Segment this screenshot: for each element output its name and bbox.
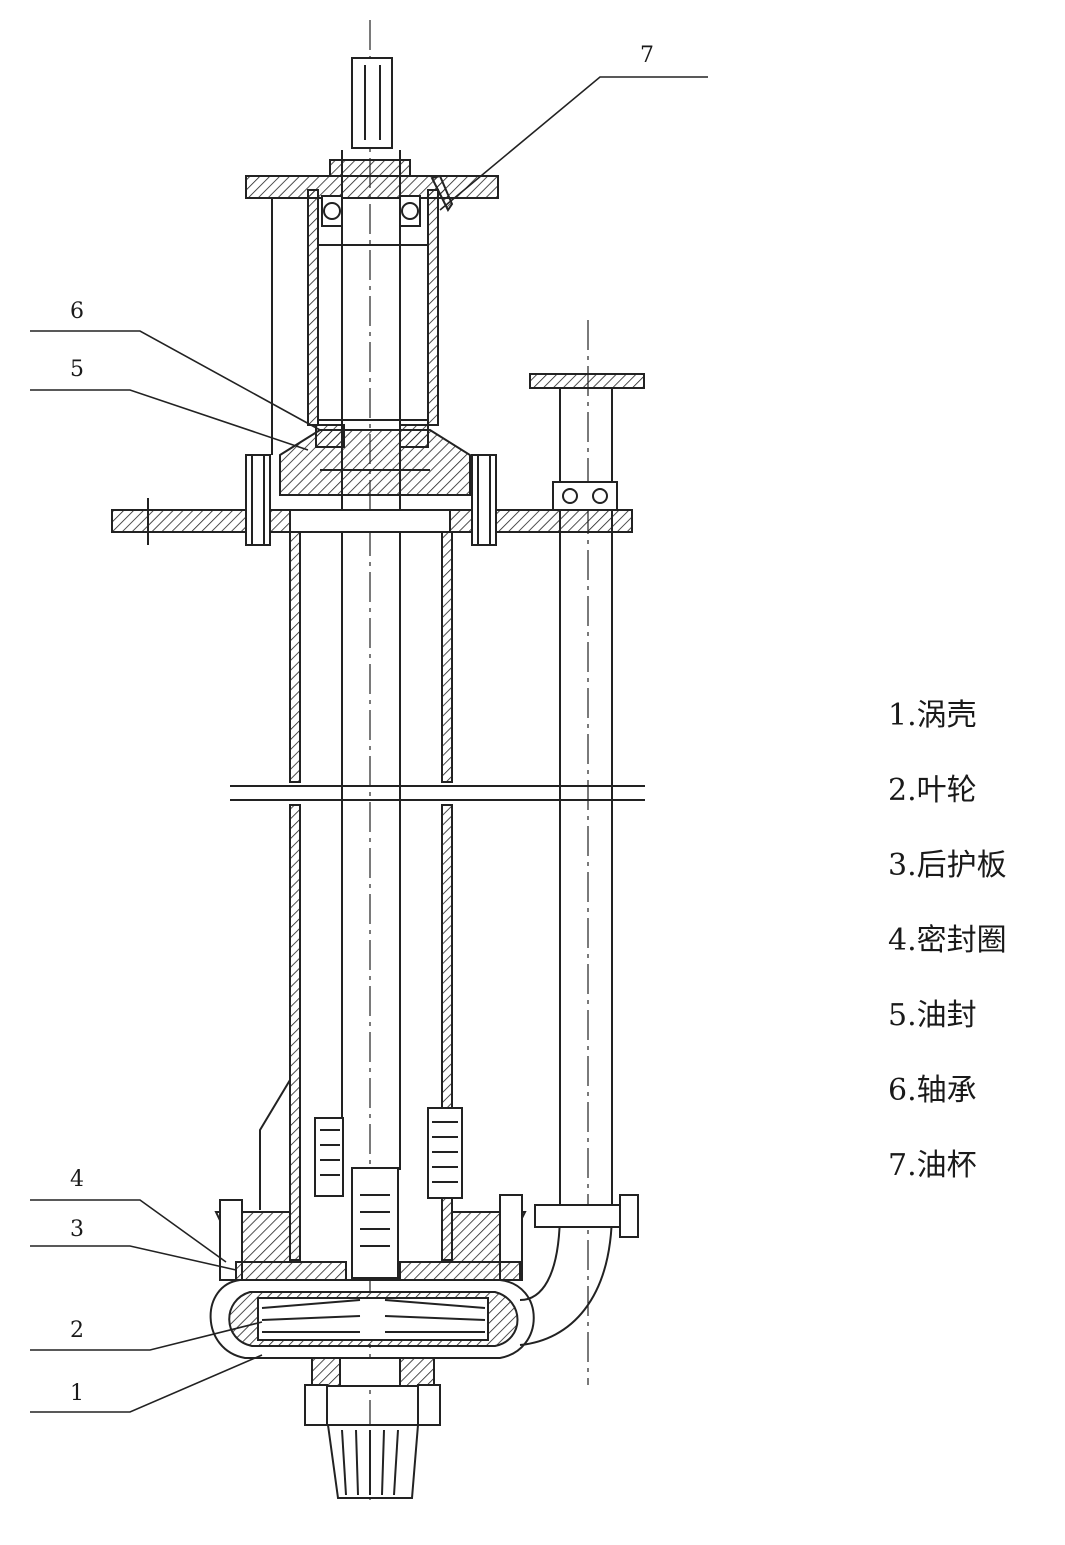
legend-item-3: 3.后护板 bbox=[888, 848, 1007, 883]
callout-5: 5 bbox=[70, 357, 84, 382]
bearing-springs bbox=[314, 1107, 463, 1279]
bearing-housing bbox=[245, 159, 499, 496]
callout-2: 2 bbox=[70, 1318, 84, 1343]
callout-3: 3 bbox=[70, 1217, 84, 1242]
outlet-pipe bbox=[519, 320, 645, 1385]
leader-5 bbox=[30, 389, 309, 451]
mounting-plate bbox=[111, 454, 633, 546]
callout-7: 7 bbox=[640, 43, 654, 68]
legend-item-2: 2.叶轮 bbox=[888, 773, 977, 808]
legend-item-1: 1.涡壳 bbox=[888, 698, 977, 733]
column-pipe bbox=[230, 531, 645, 1261]
legend-item-4: 4.密封圈 bbox=[888, 923, 1007, 958]
legend-item-6: 6.轴承 bbox=[888, 1073, 977, 1108]
leader-4 bbox=[30, 1199, 227, 1263]
leader-6 bbox=[30, 330, 321, 431]
parts-legend: 1.涡壳 2.叶轮 3.后护板 4.密封圈 5.油封 6.轴承 7.油杯 bbox=[888, 690, 1058, 1215]
callout-4: 4 bbox=[70, 1167, 84, 1192]
callout-6: 6 bbox=[70, 299, 84, 324]
leader-2 bbox=[30, 1321, 263, 1351]
pump-casing bbox=[209, 1194, 535, 1499]
oil-cup bbox=[430, 174, 454, 212]
leader-3 bbox=[30, 1245, 237, 1271]
legend-item-7: 7.油杯 bbox=[888, 1148, 977, 1183]
leader-7 bbox=[439, 76, 708, 211]
callout-7: 1 bbox=[70, 1381, 84, 1406]
callout-leaders bbox=[30, 76, 708, 1413]
legend-item-5: 5.油封 bbox=[888, 998, 977, 1033]
leader-1 bbox=[30, 1354, 263, 1413]
callout-numbers: 1 2 3 4 5 6 7 bbox=[70, 43, 654, 1406]
